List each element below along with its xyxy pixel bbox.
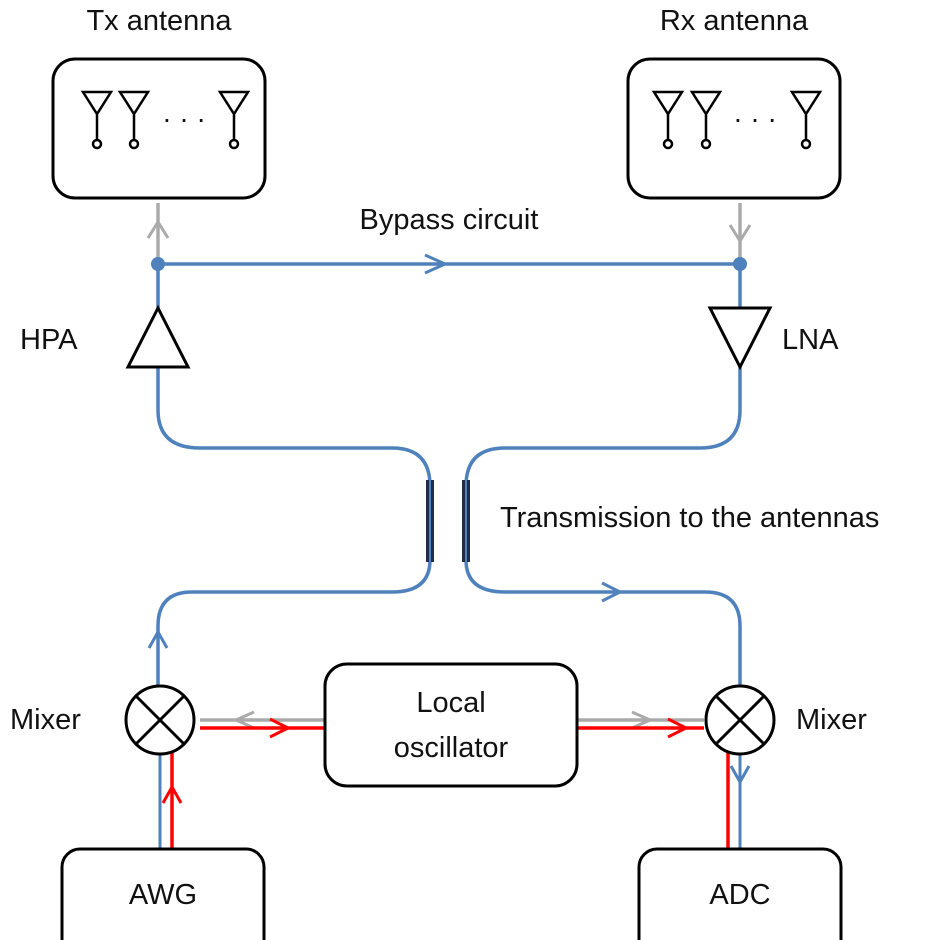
tx-antenna-label: Tx antenna bbox=[86, 5, 232, 37]
mixer-right-icon bbox=[704, 684, 776, 756]
rx-lower-route bbox=[464, 538, 742, 695]
mixer-right-label: Mixer bbox=[796, 704, 867, 736]
antenna-icon bbox=[651, 90, 685, 150]
mixer-left-label: Mixer bbox=[10, 704, 81, 736]
hpa-amplifier-icon bbox=[125, 304, 191, 369]
tx-junction-node bbox=[151, 257, 165, 271]
awg-up-arrow bbox=[161, 785, 183, 804]
rx-upper-route bbox=[464, 367, 742, 500]
adc-block bbox=[637, 847, 843, 940]
gray-paths bbox=[146, 203, 752, 262]
lo-left-red-arrow bbox=[269, 717, 290, 739]
lo-right-gray-arrow bbox=[631, 710, 652, 730]
transmission-label: Transmission to the antennas bbox=[500, 502, 879, 534]
rx-antenna-label: Rx antenna bbox=[660, 5, 809, 37]
adc-down-arrow bbox=[729, 765, 751, 784]
tx-lower-route bbox=[156, 538, 432, 695]
local-oscillator-label-line2: oscillator bbox=[394, 732, 509, 764]
lo-right-paths bbox=[576, 710, 704, 739]
rx-right-arrow bbox=[601, 581, 622, 603]
rx-feed-arrow bbox=[728, 224, 752, 243]
tx-upper-route bbox=[156, 367, 432, 500]
tx-antenna-block: · · · bbox=[51, 57, 267, 200]
antenna-icon bbox=[80, 90, 114, 150]
lo-left-paths bbox=[200, 710, 326, 739]
local-oscillator-block bbox=[323, 662, 579, 788]
antenna-icon bbox=[117, 90, 151, 150]
bypass-circuit-label: Bypass circuit bbox=[360, 204, 539, 236]
awg-label: AWG bbox=[129, 879, 197, 911]
signal-paths bbox=[147, 253, 742, 695]
tx-antenna-ellipsis: · · · bbox=[162, 103, 206, 134]
rx-antenna-ellipsis: · · · bbox=[733, 103, 777, 134]
mixer-left-icon bbox=[124, 684, 196, 756]
lna-label: LNA bbox=[782, 324, 839, 356]
antenna-icon bbox=[689, 90, 723, 150]
rx-antenna-block: · · · bbox=[626, 57, 842, 200]
antenna-icon bbox=[217, 90, 251, 150]
transmission-coupler bbox=[426, 480, 470, 562]
local-oscillator-label-line1: Local bbox=[416, 687, 485, 719]
hpa-label: HPA bbox=[20, 324, 78, 356]
adc-label: ADC bbox=[709, 879, 770, 911]
tx-up-arrow bbox=[147, 630, 169, 649]
awg-block bbox=[60, 847, 266, 940]
antenna-icon bbox=[789, 90, 823, 150]
bypass-arrow bbox=[424, 253, 447, 275]
lo-left-gray-arrow bbox=[234, 710, 255, 730]
tx-feed-arrow bbox=[146, 220, 170, 239]
lna-amplifier-icon bbox=[707, 306, 773, 371]
rx-junction-node bbox=[733, 257, 747, 271]
lo-right-red-arrow bbox=[667, 717, 688, 739]
